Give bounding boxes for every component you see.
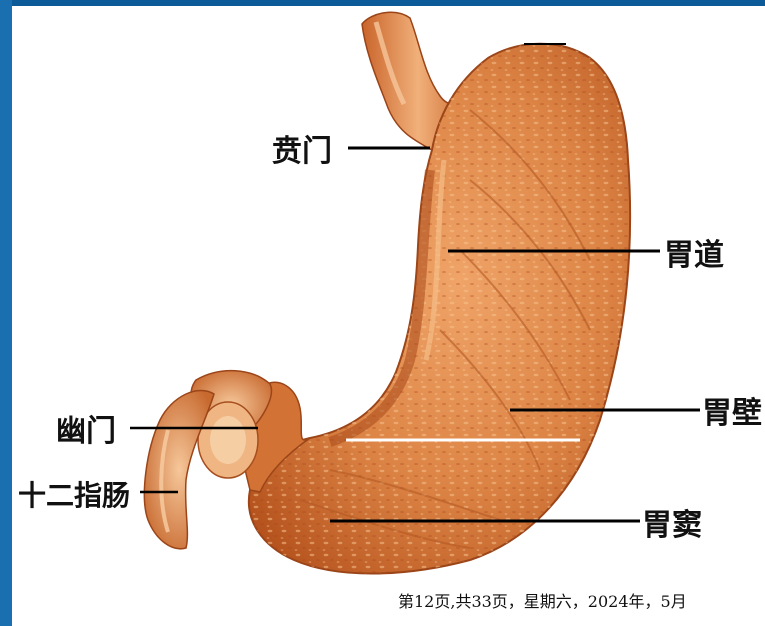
label-duodenum: 十二指肠 bbox=[18, 474, 130, 514]
duodenum bbox=[144, 390, 214, 548]
label-stomach-lumen: 胃道 bbox=[664, 230, 724, 274]
label-cardia: 贲门 bbox=[272, 126, 332, 170]
slide-footer: 第12页,共33页，星期六，2024年，5月 bbox=[398, 588, 687, 612]
label-pylorus: 幽门 bbox=[56, 406, 116, 450]
label-stomach-wall: 胃壁 bbox=[702, 388, 762, 432]
label-antrum: 胃窦 bbox=[642, 500, 702, 544]
